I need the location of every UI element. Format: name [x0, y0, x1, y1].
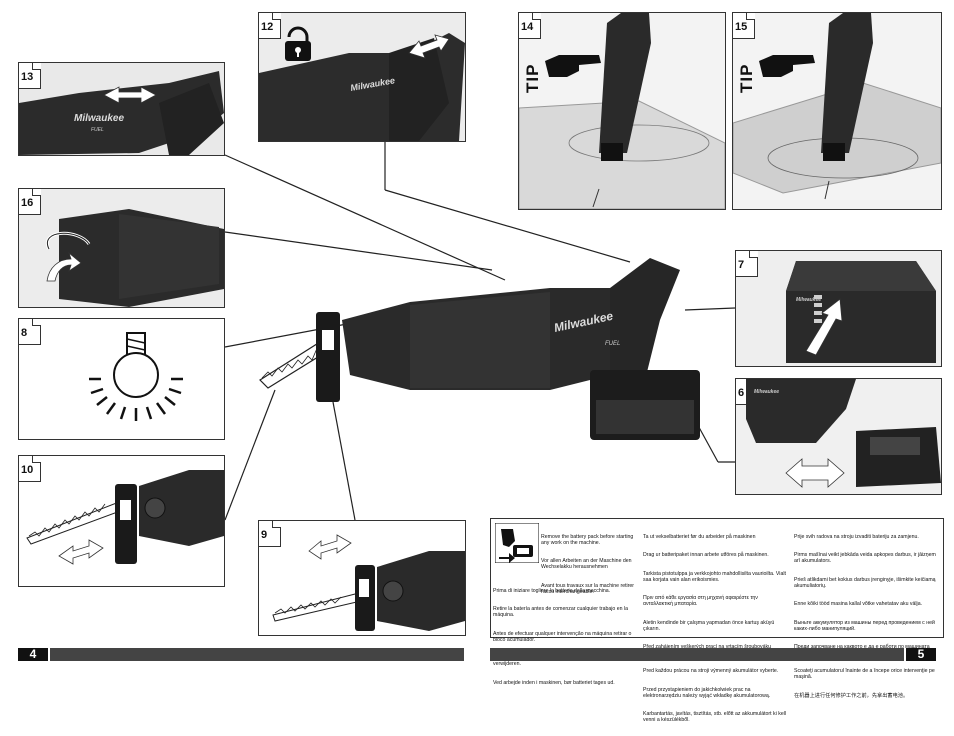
figure-9-number: 9 — [261, 529, 268, 541]
figure-15-number: 15 — [735, 21, 748, 33]
panel13-brand-text: Milwaukee — [74, 113, 124, 124]
double-arrow-icon — [308, 534, 352, 560]
figure-7-panel: 7 Milwaukee — [735, 250, 942, 367]
reciprocating-saw-main: Milwaukee FUEL — [259, 258, 700, 440]
double-arrow-icon — [408, 34, 450, 59]
footer-bar-left — [50, 648, 464, 661]
figure-16-panel: 16 — [18, 188, 225, 308]
pointing-hand-icon — [759, 55, 815, 77]
notice-line: Pirms mašīnai veikt jebkāda veida apkope… — [794, 552, 938, 565]
press-arrow-icon — [805, 298, 843, 356]
battery-brand-text: Milwaukee — [796, 297, 821, 303]
notice-line: Enne kõiki tööd masina kallal võtke vahe… — [794, 601, 923, 608]
figure-14-panel: 14 TIP — [518, 12, 726, 210]
page-number-right: 5 — [906, 648, 936, 661]
notice-line: Przed przystąpieniem do jakichkolwiek pr… — [643, 686, 771, 699]
page-number-left: 4 — [18, 648, 48, 661]
notice-line: Prije svih radova na stroju izvaditi bat… — [794, 534, 919, 540]
notice-column-2: Ta ut vekselbatteriet før du arbeider på… — [643, 522, 788, 736]
figure-15-panel: 15 TIP — [732, 12, 942, 210]
notice-line: Ta ut vekselbatteriet før du arbeider på… — [643, 534, 756, 540]
figure-8-number: 8 — [21, 327, 28, 339]
notice-line: Retire la batería antes de comenzar cual… — [493, 606, 630, 619]
figure-10-panel: 10 — [18, 455, 225, 587]
figure-8-panel: 8 — [18, 318, 225, 440]
figure-6-panel: 6 Milwaukee — [735, 378, 942, 495]
notice-line: Drag ur batteripaket innan arbete utföre… — [643, 552, 769, 559]
battery-removal-icon — [495, 523, 539, 563]
figure-13-number: 13 — [21, 71, 34, 83]
double-arrow-icon — [58, 539, 104, 565]
notice-column-3: Prije svih radova na stroju izvaditi bat… — [794, 522, 940, 711]
notice-column-1b: Prima di iniziare togliere la batteria d… — [493, 576, 636, 698]
notice-column-1: Remove the battery pack before starting … — [541, 522, 636, 607]
notice-line: Scoateţi acumulatorul înainte de a încep… — [794, 668, 937, 681]
figure-16-number: 16 — [21, 197, 34, 209]
pointing-hand-icon — [545, 55, 601, 77]
notice-line: Antes de efectuar qualquer intervenção n… — [493, 630, 633, 643]
notice-line: Remove the battery pack before starting … — [541, 534, 635, 546]
curved-arrow-icon — [46, 251, 82, 282]
padlock-icon — [285, 26, 311, 61]
notice-line: Ved arbejde inden i maskinen, bør batter… — [493, 679, 615, 686]
notice-line: Pred každou prácou na stroji výmenný aku… — [643, 668, 779, 675]
figure-12-panel: 12 Milwaukee — [258, 12, 466, 142]
figure-6-number: 6 — [738, 387, 745, 399]
notice-line: Vor allen Arbeiten an der Maschine den W… — [541, 558, 634, 571]
notice-line: Tarkista pistotulppa ja verkkojohto mahd… — [643, 570, 788, 583]
panel13-series-text: FUEL — [91, 127, 104, 133]
notice-line: Aletin kendinde bir çalışma yapmadan önc… — [643, 619, 776, 632]
double-arrow-icon — [785, 458, 845, 488]
figure-14-number: 14 — [521, 21, 534, 33]
figure-7-number: 7 — [738, 259, 745, 271]
tool-series-text: FUEL — [605, 341, 620, 347]
figure-12-number: 12 — [261, 21, 274, 33]
notice-line: Выньте аккумулятор из машины перед прове… — [794, 619, 937, 632]
footer-bar-right — [490, 648, 904, 661]
notice-line: 在机器上进行任何修护工作之前，先拿出蓄电池。 — [794, 692, 909, 699]
panel6-brand-text: Milwaukee — [754, 389, 779, 395]
notice-line: Karbantartás, javítás, tisztítás, stb. e… — [643, 711, 788, 724]
notice-line: Prieš atlikdami bet kokius darbus įrengi… — [794, 576, 938, 589]
notice-line: Πριν από κάθε εργασία στη μηχανή αφαιρέσ… — [643, 595, 760, 608]
double-arrow-icon — [103, 86, 157, 104]
figure-13-panel: 13 Milwaukee FUEL — [18, 62, 225, 156]
figure-10-number: 10 — [21, 464, 34, 476]
battery-removal-notice: Remove the battery pack before starting … — [490, 518, 944, 723]
light-bulb-icon — [89, 332, 183, 421]
figure-9-panel: 9 — [258, 520, 466, 636]
notice-line: Prima di iniziare togliere la batteria d… — [493, 588, 611, 594]
notice-line: Avant tous travaux sur la machine retire… — [541, 582, 636, 595]
callout-lines — [224, 140, 736, 521]
